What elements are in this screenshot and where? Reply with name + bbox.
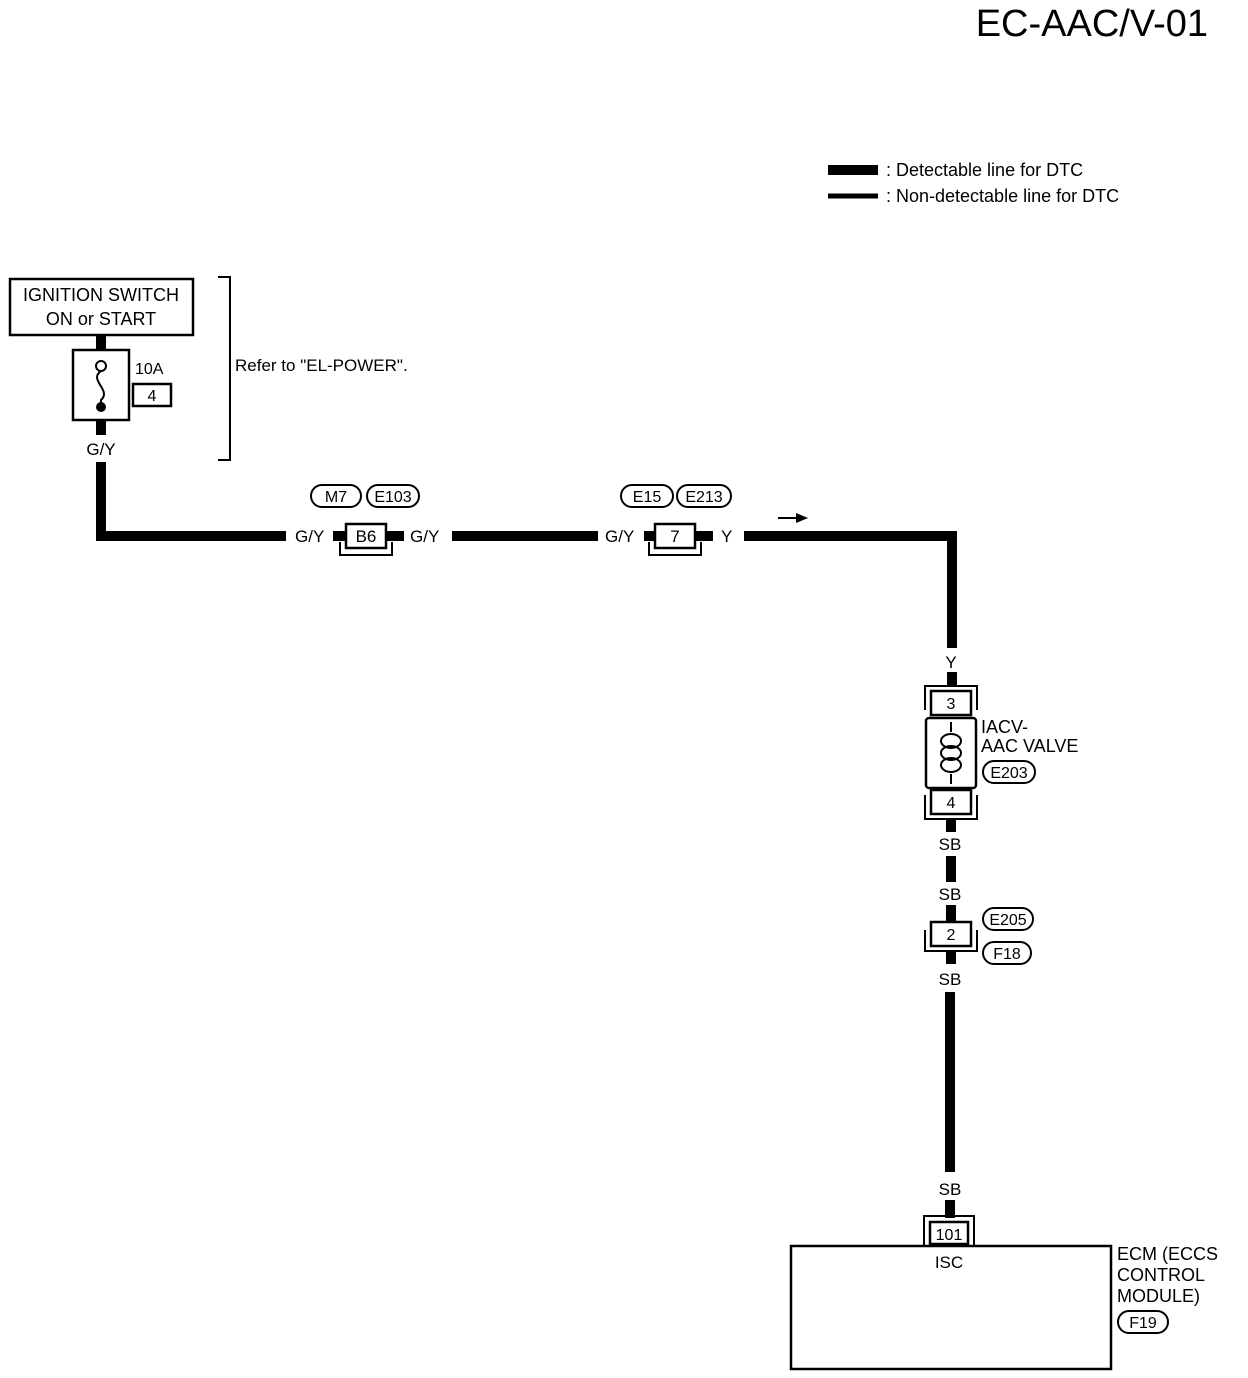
connector-2: 2 E205 F18 bbox=[924, 907, 1034, 965]
ignition-switch: IGNITION SWITCH ON or START bbox=[8, 277, 195, 337]
arrow-right-icon bbox=[778, 513, 808, 523]
fuse-number-box bbox=[131, 382, 173, 408]
ecm-signal: ISC bbox=[935, 1253, 963, 1272]
harness-f18: F18 bbox=[993, 946, 1021, 963]
fuse-number: 4 bbox=[148, 388, 157, 405]
iacv-label-line1: IACV- bbox=[981, 717, 1028, 737]
legend: : Detectable line for DTC : Non-detectab… bbox=[828, 160, 1119, 206]
wire-color-gy-fuse: G/Y bbox=[86, 440, 115, 459]
connector-b6: M7 E103 B6 bbox=[310, 484, 420, 556]
connector-7-terminal: 7 bbox=[670, 527, 679, 546]
iacv-body bbox=[924, 716, 978, 790]
fuse: 10A 4 bbox=[71, 335, 173, 435]
harness-e213: E213 bbox=[685, 489, 722, 506]
harness-e103: E103 bbox=[374, 489, 411, 506]
harness-f19: F19 bbox=[1129, 1315, 1157, 1332]
iacv-pin-bottom-box bbox=[929, 788, 973, 816]
wire-color-sb-ecm: SB bbox=[939, 1180, 962, 1199]
fuse-icon bbox=[96, 370, 105, 404]
wire-color-gy-b6-left: G/Y bbox=[295, 527, 324, 546]
harness-f19-pill bbox=[1117, 1310, 1169, 1334]
wire-color-sb-2-bottom: SB bbox=[939, 970, 962, 989]
harness-f18-pill bbox=[982, 941, 1032, 965]
connector-7: E15 E213 7 bbox=[620, 484, 732, 556]
page-code: EC-AAC/V-01 bbox=[976, 3, 1208, 45]
harness-e205: E205 bbox=[989, 912, 1026, 929]
harness-m7-pill bbox=[310, 484, 362, 508]
harness-m7: M7 bbox=[325, 489, 347, 506]
ecm-label-line3: MODULE) bbox=[1117, 1286, 1200, 1306]
coil-icon bbox=[940, 722, 962, 784]
wire-color-gy-b6-right: G/Y bbox=[410, 527, 439, 546]
ecm-terminal: 101 bbox=[936, 1227, 963, 1244]
ecm: 101 ISC ECM (ECCS CONTROL MODULE) F19 bbox=[789, 1215, 1218, 1371]
harness-e15: E15 bbox=[633, 489, 662, 506]
harness-e203-pill bbox=[982, 760, 1036, 784]
harness-e203: E203 bbox=[990, 765, 1027, 782]
fuse-rating: 10A bbox=[135, 361, 164, 378]
connector-7-box bbox=[653, 522, 697, 550]
legend-non-detectable-label: : Non-detectable line for DTC bbox=[886, 186, 1119, 206]
wire-color-sb-valve: SB bbox=[939, 835, 962, 854]
wire-color-sb-2-top: SB bbox=[939, 885, 962, 904]
connector-2-terminal: 2 bbox=[947, 927, 956, 944]
ignition-switch-label-line2: ON or START bbox=[46, 309, 156, 329]
iacv-pin-top-box bbox=[929, 689, 973, 717]
legend-detectable-label: : Detectable line for DTC bbox=[886, 160, 1083, 180]
iacv-pin-top: 3 bbox=[947, 696, 956, 713]
iacv-label-line2: AAC VALVE bbox=[981, 736, 1078, 756]
harness-e205-pill bbox=[982, 907, 1034, 931]
refer-bracket: Refer to "EL-POWER". bbox=[218, 276, 408, 461]
ignition-switch-box bbox=[8, 277, 195, 337]
ignition-switch-label-line1: IGNITION SWITCH bbox=[23, 285, 179, 305]
harness-e213-pill bbox=[676, 484, 732, 508]
refer-note: Refer to "EL-POWER". bbox=[235, 356, 408, 375]
wire-y bbox=[744, 531, 957, 648]
wire-color-gy-7-left: G/Y bbox=[605, 527, 634, 546]
ecm-box bbox=[789, 1244, 1113, 1371]
wire-gy-1 bbox=[96, 462, 286, 541]
ecm-terminal-box bbox=[928, 1220, 970, 1246]
ecm-label-line2: CONTROL bbox=[1117, 1265, 1205, 1285]
iacv-pin-bottom: 4 bbox=[947, 795, 956, 812]
wire-color-y-valve: Y bbox=[945, 653, 956, 672]
harness-e103-pill bbox=[366, 484, 420, 508]
ecm-label-line1: ECM (ECCS bbox=[1117, 1244, 1218, 1264]
iacv-aac-valve: 3 4 IACV- AAC VALVE E203 bbox=[924, 685, 1078, 820]
harness-e15-pill bbox=[620, 484, 674, 508]
connector-2-box bbox=[929, 920, 973, 948]
wire-color-y-right: Y bbox=[721, 527, 732, 546]
connector-b6-terminal: B6 bbox=[356, 527, 377, 546]
